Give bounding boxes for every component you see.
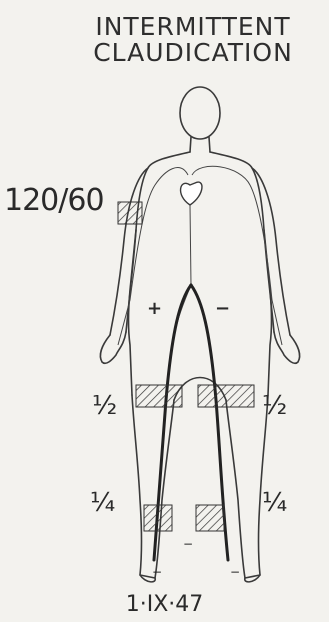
right-leg-pulse-sign: − (215, 300, 230, 318)
date-label: 1·IX·47 (0, 594, 329, 616)
left-thigh-ratio: ½ (92, 393, 117, 419)
right-calf-cuff (196, 505, 224, 531)
right-leg-outline (226, 395, 268, 578)
right-hand-outline (274, 332, 300, 363)
heart-icon (181, 182, 202, 205)
left-hand-outline (100, 332, 126, 363)
right-thigh-ratio: ½ (262, 393, 287, 419)
foot-minus-right: − (230, 565, 240, 579)
left-calf-cuff (144, 505, 172, 531)
head-outline (180, 87, 220, 139)
right-thigh-cuff (198, 385, 254, 407)
blood-pressure-label: 120/60 (4, 186, 104, 216)
left-leg-outline (132, 395, 174, 578)
right-calf-ratio: ¼ (262, 490, 287, 516)
left-leg-pulse-sign: + (147, 300, 162, 318)
foot-minus-left: − (152, 565, 162, 579)
left-thigh-cuff (136, 385, 182, 407)
arm-cuff (118, 202, 142, 224)
left-calf-ratio: ¼ (90, 490, 115, 516)
ankle-minus: − (183, 537, 193, 551)
